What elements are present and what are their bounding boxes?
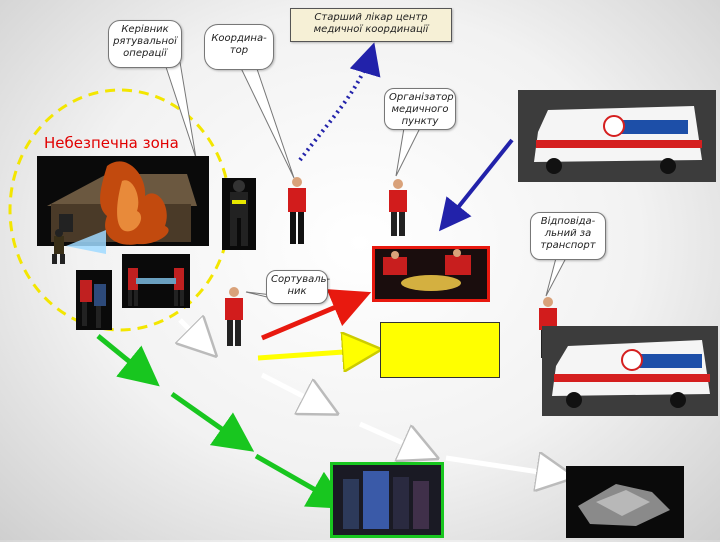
coordinator-callout: Координа-тор (204, 24, 274, 70)
medical-organizer-rescuer-figure (386, 178, 410, 238)
sorting-rescuer-figure (222, 286, 246, 348)
ambulance-top-photo (518, 90, 716, 182)
body-bags-photo (566, 466, 684, 538)
white-triage-arrow-2 (358, 421, 430, 455)
coordination-arrow (298, 42, 381, 162)
rescuers-walking-photo (76, 270, 112, 330)
transport-callout-tail (545, 257, 567, 297)
rescue-leader-label: Керівник рятувальної операції (113, 24, 177, 59)
white-triage-arrow-3 (445, 458, 566, 476)
medical-point-organizer-callout: Організатор медичного пункту (384, 88, 456, 130)
green-area-photo (330, 462, 444, 538)
medical-point-organizer-label: Організатор медичного пункту (389, 92, 454, 127)
coordinator-callout-tail (239, 65, 295, 179)
coordinator-rescuer-figure (284, 176, 310, 246)
rescuers-carrying-victim-photo (122, 254, 190, 308)
senior-doctor-label: Старший лікар центр медичної координації (313, 12, 429, 35)
red-triage-arrow (261, 289, 372, 341)
firefighter-with-hose-figure (48, 226, 106, 266)
yellow-triage-arrow (257, 350, 372, 358)
sorting-officer-label: Сортуваль-ник (271, 274, 331, 297)
medical-organizer-callout-tail (395, 127, 421, 177)
green-arrow-1 (96, 334, 160, 387)
transport-officer-label: Відповіда-льний за транспорт (540, 216, 596, 251)
transport-officer-callout: Відповіда-льний за транспорт (530, 212, 606, 260)
ambulance-to-treatment-arrow (439, 138, 514, 232)
white-arrow-to-sorting (180, 320, 210, 350)
green-arrow-2 (170, 391, 255, 452)
senior-doctor-callout: Старший лікар центр медичної координації (290, 8, 452, 42)
green-arrow-3 (254, 453, 349, 509)
sorting-officer-callout: Сортуваль-ник (266, 270, 331, 304)
rescue-leader-callout: Керівник рятувальної операції (108, 20, 182, 68)
coordinator-label: Координа-тор (211, 33, 267, 56)
danger-zone-label: Небезпечна зона (44, 134, 179, 152)
ambulance-bottom-photo (542, 326, 718, 416)
burning-house-photo (37, 156, 209, 246)
firefighter-figure (222, 178, 256, 250)
white-triage-arrow-1 (260, 372, 330, 410)
yellow-treatment-area (380, 322, 500, 378)
red-treatment-area-photo (372, 246, 490, 302)
